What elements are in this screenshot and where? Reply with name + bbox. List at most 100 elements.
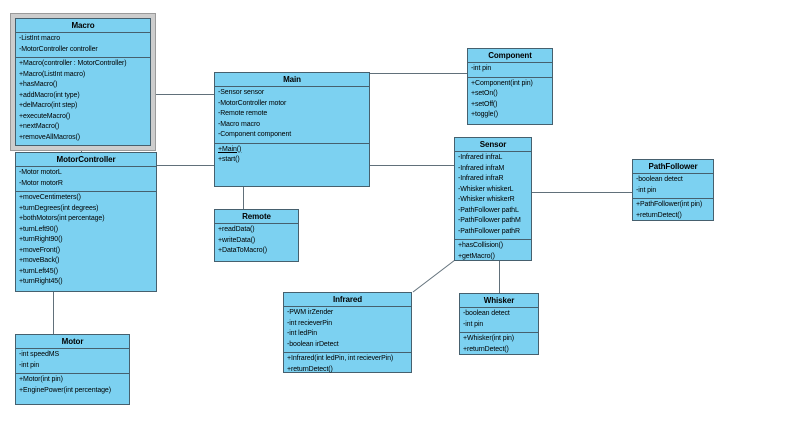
field: -Infrared infraL (458, 154, 503, 161)
method: +moveBack() (19, 257, 60, 264)
field: -Whisker whiskerR (458, 196, 515, 203)
method: +readData() (218, 226, 255, 233)
method: +turnLeft90() (19, 225, 58, 233)
method: +returnDetect() (463, 345, 509, 353)
method: +setOff() (471, 100, 498, 108)
field: -Motor motorL (19, 169, 62, 176)
method: +Motor(int pin) (19, 376, 63, 383)
method: +writeData() (218, 236, 256, 244)
method: +turnRight90() (19, 236, 63, 243)
method: +EnginePower(int percentage) (19, 386, 111, 394)
method: +Component(int pin) (471, 79, 533, 87)
field: -int speedMS (19, 351, 60, 358)
class-macro-methods: +Macro(controller : MotorController) +Ma… (16, 58, 150, 145)
method-static: +Main() (218, 145, 242, 153)
method: +toggle() (471, 111, 498, 118)
class-component-methods: +Component(int pin) +setOn() +setOff() +… (468, 78, 552, 125)
class-remote[interactable]: Remote +readData() +writeData() +DataToM… (214, 209, 299, 262)
class-infrared-fields: -PWM irZender -int recieverPin -int ledP… (284, 307, 411, 353)
class-main-title: Main (215, 73, 369, 87)
method: +moveCentimeters() (19, 194, 81, 201)
field: -Whisker whiskerL (458, 185, 514, 193)
class-whisker-title: Whisker (460, 294, 538, 308)
class-motorcontroller-title: MotorController (16, 153, 156, 167)
field: -MotorController controller (19, 45, 98, 53)
method: +addMacro(int type) (19, 91, 80, 99)
method: +DataToMacro() (218, 247, 267, 254)
method: +setOn() (471, 90, 498, 97)
method: +turnDegrees(int degrees) (19, 204, 99, 212)
connector-sensor-infrared (412, 259, 456, 293)
class-motorcontroller-methods: +moveCentimeters() +turnDegrees(int degr… (16, 192, 156, 291)
class-sensor[interactable]: Sensor -Infrared infraL -Infrared infraM… (454, 137, 532, 261)
class-macro-title: Macro (16, 19, 150, 33)
method: +nextMacro() (19, 123, 60, 130)
class-main-methods: +Main() +start() (215, 144, 369, 187)
class-motor[interactable]: Motor -int speedMS -int pin +Motor(int p… (15, 334, 130, 405)
method: +executeMacro() (19, 112, 71, 120)
class-pathfollower-fields: -boolean detect -int pin (633, 174, 713, 199)
method: +Macro(ListInt macro) (19, 70, 86, 78)
method: +Macro(controller : MotorController) (19, 60, 127, 67)
field: -boolean detect (463, 310, 510, 317)
method: +bothMotors(int percentage) (19, 215, 105, 222)
method: +Infrared(int ledPin, int recieverPin) (287, 355, 394, 362)
field: -int pin (19, 361, 40, 369)
field: -PathFollower pathL (458, 206, 519, 214)
class-remote-methods: +readData() +writeData() +DataToMacro() (215, 224, 298, 261)
field: -int pin (471, 65, 492, 72)
method: +hasMacro() (19, 81, 58, 88)
class-pathfollower[interactable]: PathFollower -boolean detect -int pin +P… (632, 159, 714, 221)
field: -PathFollower pathM (458, 217, 521, 224)
field: -MotorController motor (218, 99, 287, 107)
class-component[interactable]: Component -int pin +Component(int pin) +… (467, 48, 553, 125)
class-whisker[interactable]: Whisker -boolean detect -int pin +Whiske… (459, 293, 539, 355)
class-component-title: Component (468, 49, 552, 63)
field: -Motor motorR (19, 179, 63, 187)
field: -Sensor sensor (218, 89, 265, 96)
method: +returnDetect() (287, 365, 333, 373)
class-motor-title: Motor (16, 335, 129, 349)
class-whisker-methods: +Whisker(int pin) +returnDetect() (460, 333, 538, 357)
class-remote-title: Remote (215, 210, 298, 224)
class-macro-fields: -ListInt macro -MotorController controll… (16, 33, 150, 58)
class-motorcontroller[interactable]: MotorController -Motor motorL -Motor mot… (15, 152, 157, 292)
field: -int pin (463, 320, 484, 328)
field: -Macro macro (218, 120, 260, 128)
method: +Whisker(int pin) (463, 335, 515, 342)
class-pathfollower-title: PathFollower (633, 160, 713, 174)
class-whisker-fields: -boolean detect -int pin (460, 308, 538, 333)
class-motor-methods: +Motor(int pin) +EnginePower(int percent… (16, 374, 129, 404)
class-sensor-title: Sensor (455, 138, 531, 152)
method: +hasCollision() (458, 242, 503, 249)
class-motor-fields: -int speedMS -int pin (16, 349, 129, 374)
method: +moveFront() (19, 246, 61, 254)
field: -Infrared infraR (458, 175, 504, 182)
field: -boolean irDetect (287, 340, 339, 348)
method: +getMacro() (458, 252, 495, 260)
selection-frame-macro: Macro -ListInt macro -MotorController co… (10, 13, 156, 151)
field: -boolean detect (636, 176, 683, 183)
class-macro[interactable]: Macro -ListInt macro -MotorController co… (15, 18, 151, 146)
class-main[interactable]: Main -Sensor sensor -MotorController mot… (214, 72, 370, 187)
field: -Component component (218, 131, 292, 138)
class-infrared[interactable]: Infrared -PWM irZender -int recieverPin … (283, 292, 412, 373)
field: -Infrared infraM (458, 164, 505, 172)
class-pathfollower-methods: +PathFollower(int pin) +returnDetect() (633, 199, 713, 223)
method: +turnLeft45() (19, 267, 58, 275)
class-infrared-methods: +Infrared(int ledPin, int recieverPin) +… (284, 353, 411, 377)
class-infrared-title: Infrared (284, 293, 411, 307)
method: +delMacro(int step) (19, 102, 78, 109)
field: -int pin (636, 186, 657, 194)
class-main-fields: -Sensor sensor -MotorController motor -R… (215, 87, 369, 144)
field: -int recieverPin (287, 319, 333, 327)
field: -ListInt macro (19, 35, 61, 42)
field: -PWM irZender (287, 309, 334, 316)
field: -int ledPin (287, 330, 318, 337)
field: -PathFollower pathR (458, 227, 520, 235)
field: -Remote remote (218, 110, 268, 117)
method: +start() (218, 156, 240, 163)
class-sensor-fields: -Infrared infraL -Infrared infraM -Infra… (455, 152, 531, 240)
